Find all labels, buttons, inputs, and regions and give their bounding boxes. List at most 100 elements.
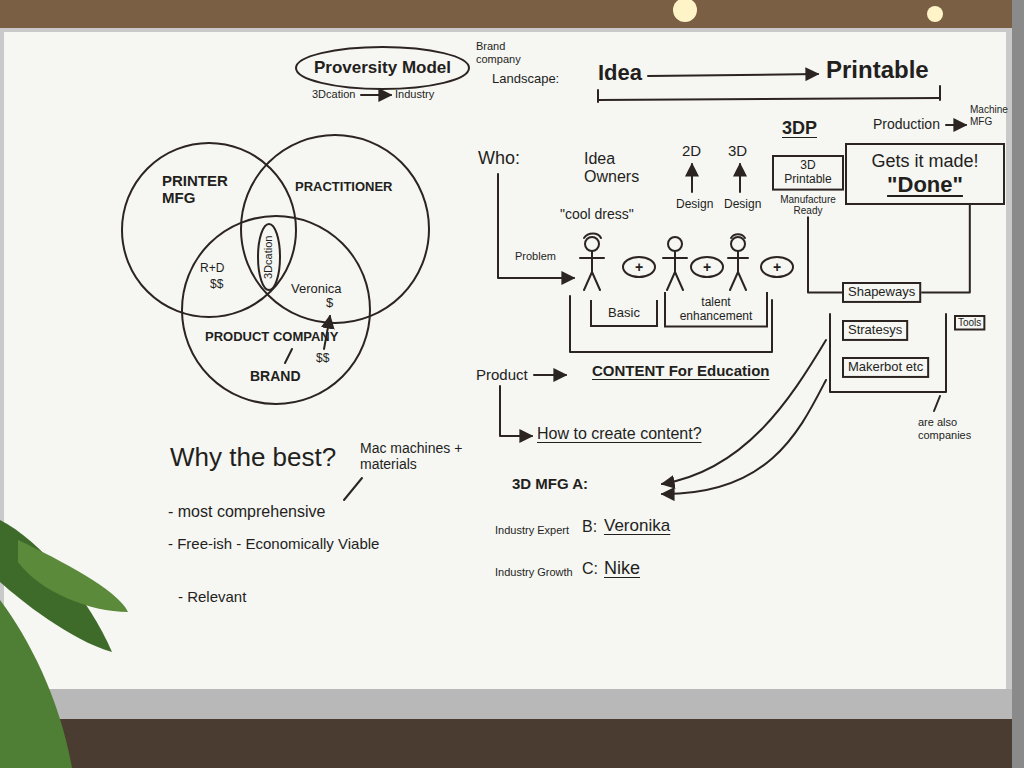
outline-group bbox=[846, 144, 1004, 204]
board-note: R+D bbox=[200, 262, 224, 276]
flow-arrow bbox=[648, 74, 818, 76]
outline-group bbox=[122, 143, 296, 317]
group-bracket bbox=[830, 314, 946, 392]
board-note: B: bbox=[582, 518, 597, 536]
label-anchor: Product bbox=[476, 366, 528, 383]
board-note: $$ bbox=[210, 278, 223, 292]
outline-group bbox=[623, 257, 655, 277]
board-note: Mac machines + materials bbox=[360, 440, 470, 472]
node-text: PRINTER MFG bbox=[162, 172, 237, 207]
plus-oval: + bbox=[690, 256, 724, 278]
node-text: Proversity Model bbox=[314, 58, 451, 78]
label-anchor: R+D bbox=[200, 262, 224, 276]
ellipse-outline bbox=[182, 216, 370, 404]
node-text: Gets it made! bbox=[853, 151, 997, 172]
label-anchor: Veronika bbox=[604, 516, 670, 536]
label-anchor: are also companies bbox=[918, 416, 990, 441]
board-note: Machine MFG bbox=[970, 104, 1012, 127]
tick-stroke bbox=[597, 90, 599, 102]
box-outline bbox=[843, 358, 928, 377]
board-note: Veronika bbox=[604, 516, 670, 536]
label-anchor: Industry Growth bbox=[495, 566, 573, 579]
label-anchor: 2D bbox=[682, 142, 701, 159]
label-anchor: "cool dress" bbox=[560, 206, 634, 222]
board-note: How to create content? bbox=[537, 425, 702, 443]
label-anchor: Industry Expert bbox=[495, 524, 569, 537]
label-anchor: Why the best? bbox=[170, 443, 336, 473]
flow-arrow bbox=[534, 374, 566, 376]
board-note: Product bbox=[476, 366, 528, 383]
node-text: Basic bbox=[598, 306, 650, 321]
label-anchor: B: bbox=[582, 518, 597, 536]
label-anchor: 3D bbox=[728, 142, 747, 159]
board-note: Landscape: bbox=[492, 72, 559, 87]
ellipse-outline bbox=[761, 257, 793, 277]
outline-group bbox=[691, 257, 723, 277]
stick-figure-head bbox=[585, 237, 599, 251]
label-anchor: 3D MFG A: bbox=[512, 475, 588, 492]
venn-circle: PRINTER MFG bbox=[121, 142, 297, 318]
company-box: Makerbot etc bbox=[842, 357, 929, 378]
stick-figure-hat bbox=[731, 234, 745, 238]
label-anchor: 3Dcation bbox=[312, 88, 355, 101]
tools-box: Tools bbox=[954, 315, 985, 331]
label-anchor: Mac machines + materials bbox=[360, 440, 470, 472]
box-outline bbox=[843, 321, 907, 340]
board-note: Industry bbox=[395, 88, 434, 101]
node-text: 3D Printable bbox=[772, 155, 844, 191]
label-anchor: Production bbox=[873, 116, 940, 132]
board-note: Brand company bbox=[476, 40, 538, 65]
node-text: 3Dcation bbox=[263, 235, 276, 278]
label-anchor: CONTENT For Education bbox=[592, 362, 770, 379]
node-text: Manufacture Ready bbox=[772, 194, 844, 217]
board-note: Problem bbox=[515, 250, 556, 263]
flow-arrow bbox=[361, 94, 391, 96]
curved-arrow bbox=[662, 340, 826, 484]
label-anchor: $$ bbox=[210, 278, 223, 292]
label-anchor: $$ bbox=[316, 352, 329, 366]
flow-arrow bbox=[739, 164, 741, 192]
label-anchor: $ bbox=[326, 296, 333, 311]
board-note: 3DP bbox=[782, 118, 817, 139]
plus-oval: + bbox=[760, 256, 794, 278]
node-text: Stratesys bbox=[848, 323, 902, 338]
ceiling-light bbox=[927, 6, 943, 22]
ellipse-outline bbox=[258, 224, 280, 290]
label-anchor: Design bbox=[676, 198, 713, 212]
board-note: Idea bbox=[598, 60, 642, 85]
label-anchor: Design bbox=[724, 198, 761, 212]
board-note: - Free-ish - Economically Viable bbox=[168, 535, 379, 552]
board-note: "cool dress" bbox=[560, 206, 634, 222]
label-anchor: 3DP bbox=[782, 118, 817, 139]
board-note: Industry Growth bbox=[495, 566, 573, 579]
board-note: Printable bbox=[826, 56, 929, 84]
board-note: 3D MFG A: bbox=[512, 475, 588, 492]
label-anchor: Idea Owners bbox=[584, 150, 656, 187]
bracket-outline bbox=[591, 300, 657, 326]
ellipse-outline bbox=[296, 47, 469, 89]
flow-arrow bbox=[691, 164, 693, 192]
model-ellipse: Proversity Model bbox=[295, 46, 470, 90]
whiteboard bbox=[4, 32, 1006, 689]
plus-oval: + bbox=[622, 256, 656, 278]
node-text: Shapeways bbox=[848, 285, 915, 300]
company-box: Stratesys bbox=[842, 320, 908, 341]
board-note: 2D bbox=[682, 142, 701, 159]
connector bbox=[808, 217, 842, 293]
node-text: PRACTITIONER bbox=[295, 180, 393, 195]
label-anchor: Machine MFG bbox=[970, 104, 1012, 127]
stick-figure-head bbox=[668, 237, 682, 251]
node-text: Makerbot etc bbox=[848, 360, 923, 375]
label-anchor: - Relevant bbox=[178, 588, 246, 605]
outline-group bbox=[182, 216, 370, 404]
board-note: Production bbox=[873, 116, 940, 132]
board-note: 3Dcation bbox=[312, 88, 355, 101]
leader-line bbox=[344, 478, 362, 500]
board-note: Design bbox=[724, 198, 761, 212]
venn-circle: PRODUCT COMPANYBRAND bbox=[181, 215, 371, 405]
board-note: 3D bbox=[728, 142, 747, 159]
